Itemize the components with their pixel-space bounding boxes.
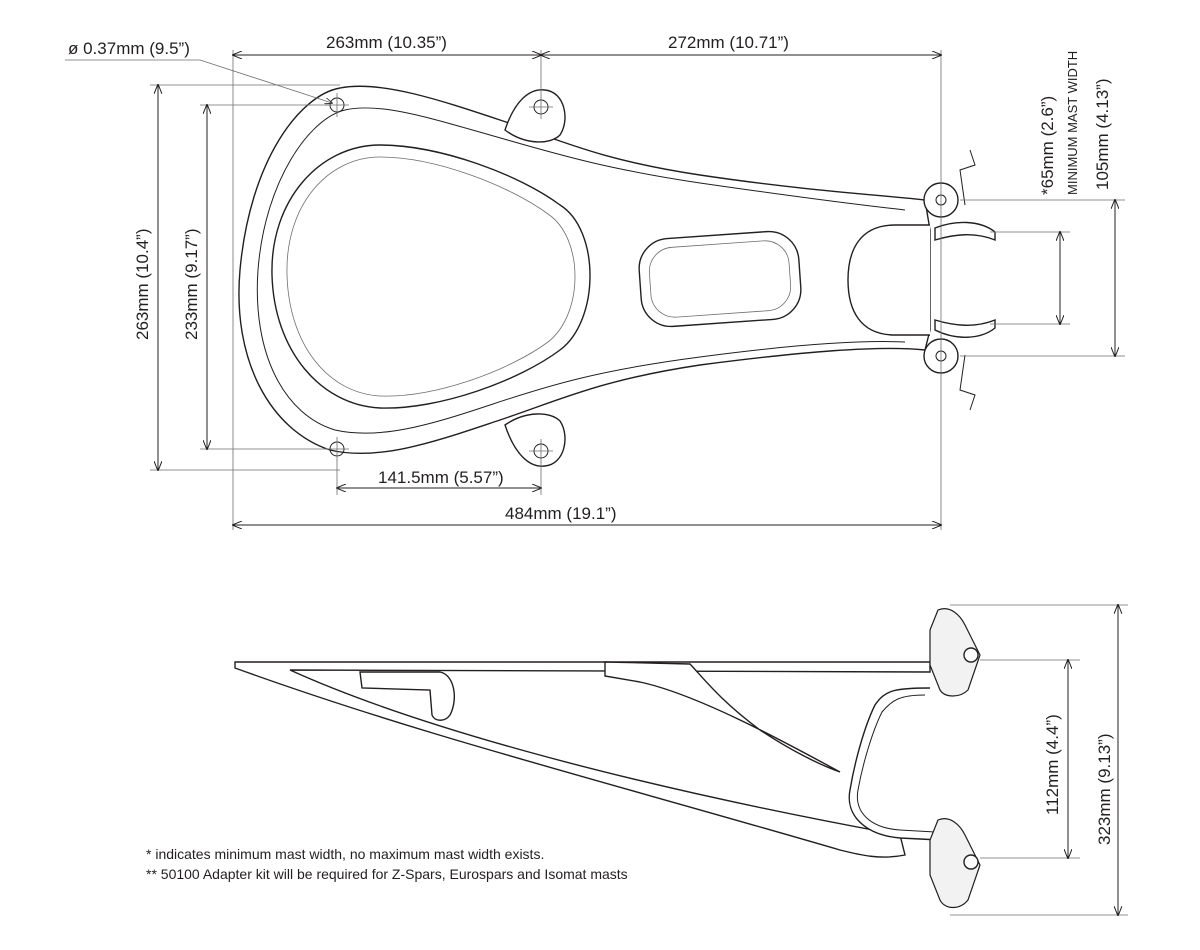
dim-lines-top	[65, 50, 1125, 530]
lower-jaw	[934, 318, 996, 338]
hole-dia-label: ø 0.37mm (9.5”)	[68, 39, 190, 58]
side-body	[234, 661, 931, 858]
mast-opening	[847, 224, 930, 336]
inner-height-label: 233mm (9.17”)	[182, 229, 201, 340]
upper-jaw	[934, 221, 996, 242]
notch-top	[504, 89, 566, 143]
slot-cutout-inner	[648, 240, 792, 318]
jaw-arm-lower	[959, 354, 976, 411]
side-outer-label: 323mm (9.13”)	[1095, 734, 1114, 845]
center-cutout	[271, 144, 591, 409]
top-left-span-label: 263mm (10.35”)	[326, 33, 447, 52]
footnote-2: ** 50100 Adapter kit will be required fo…	[146, 866, 628, 882]
mount-hole-4	[529, 439, 553, 463]
frame-inner	[256, 107, 906, 434]
top-right-span-label: 272mm (10.71”)	[668, 33, 789, 52]
slot-cutout	[638, 230, 802, 328]
side-arm	[848, 687, 941, 841]
top-view: ø 0.37mm (9.5”) 263mm (10.35”) 272mm (10…	[65, 33, 1125, 530]
mount-hole-2	[529, 95, 553, 119]
side-arm-inner	[856, 694, 936, 833]
dim-lines-side	[950, 605, 1128, 915]
side-hinge-upper	[929, 608, 981, 697]
overall-length-label: 484mm (19.1”)	[505, 504, 616, 523]
side-view: 112mm (4.4”) 323mm (9.13”)	[234, 605, 1128, 915]
mast-min-label: *65mm (2.6”)	[1038, 96, 1057, 195]
side-pin-lower	[963, 854, 979, 870]
side-bracket-left	[359, 671, 456, 721]
side-hinge-lower	[929, 818, 981, 909]
side-inner-label: 112mm (4.4”)	[1043, 714, 1062, 815]
outer-height-label: 263mm (10.4”)	[133, 229, 152, 340]
side-pin-upper	[963, 647, 979, 663]
jaw-span-label: 105mm (4.13”)	[1093, 79, 1112, 190]
hole-spacing-label: 141.5mm (5.57”)	[378, 468, 504, 487]
side-blade	[604, 661, 841, 773]
footnote-1: * indicates minimum mast width, no maxim…	[146, 846, 545, 862]
jaw-arm-upper	[959, 149, 976, 206]
mast-min-caption: MINIMUM MAST WIDTH	[1065, 51, 1080, 195]
center-cutout-inner	[286, 156, 576, 397]
notch-bottom	[504, 413, 566, 467]
